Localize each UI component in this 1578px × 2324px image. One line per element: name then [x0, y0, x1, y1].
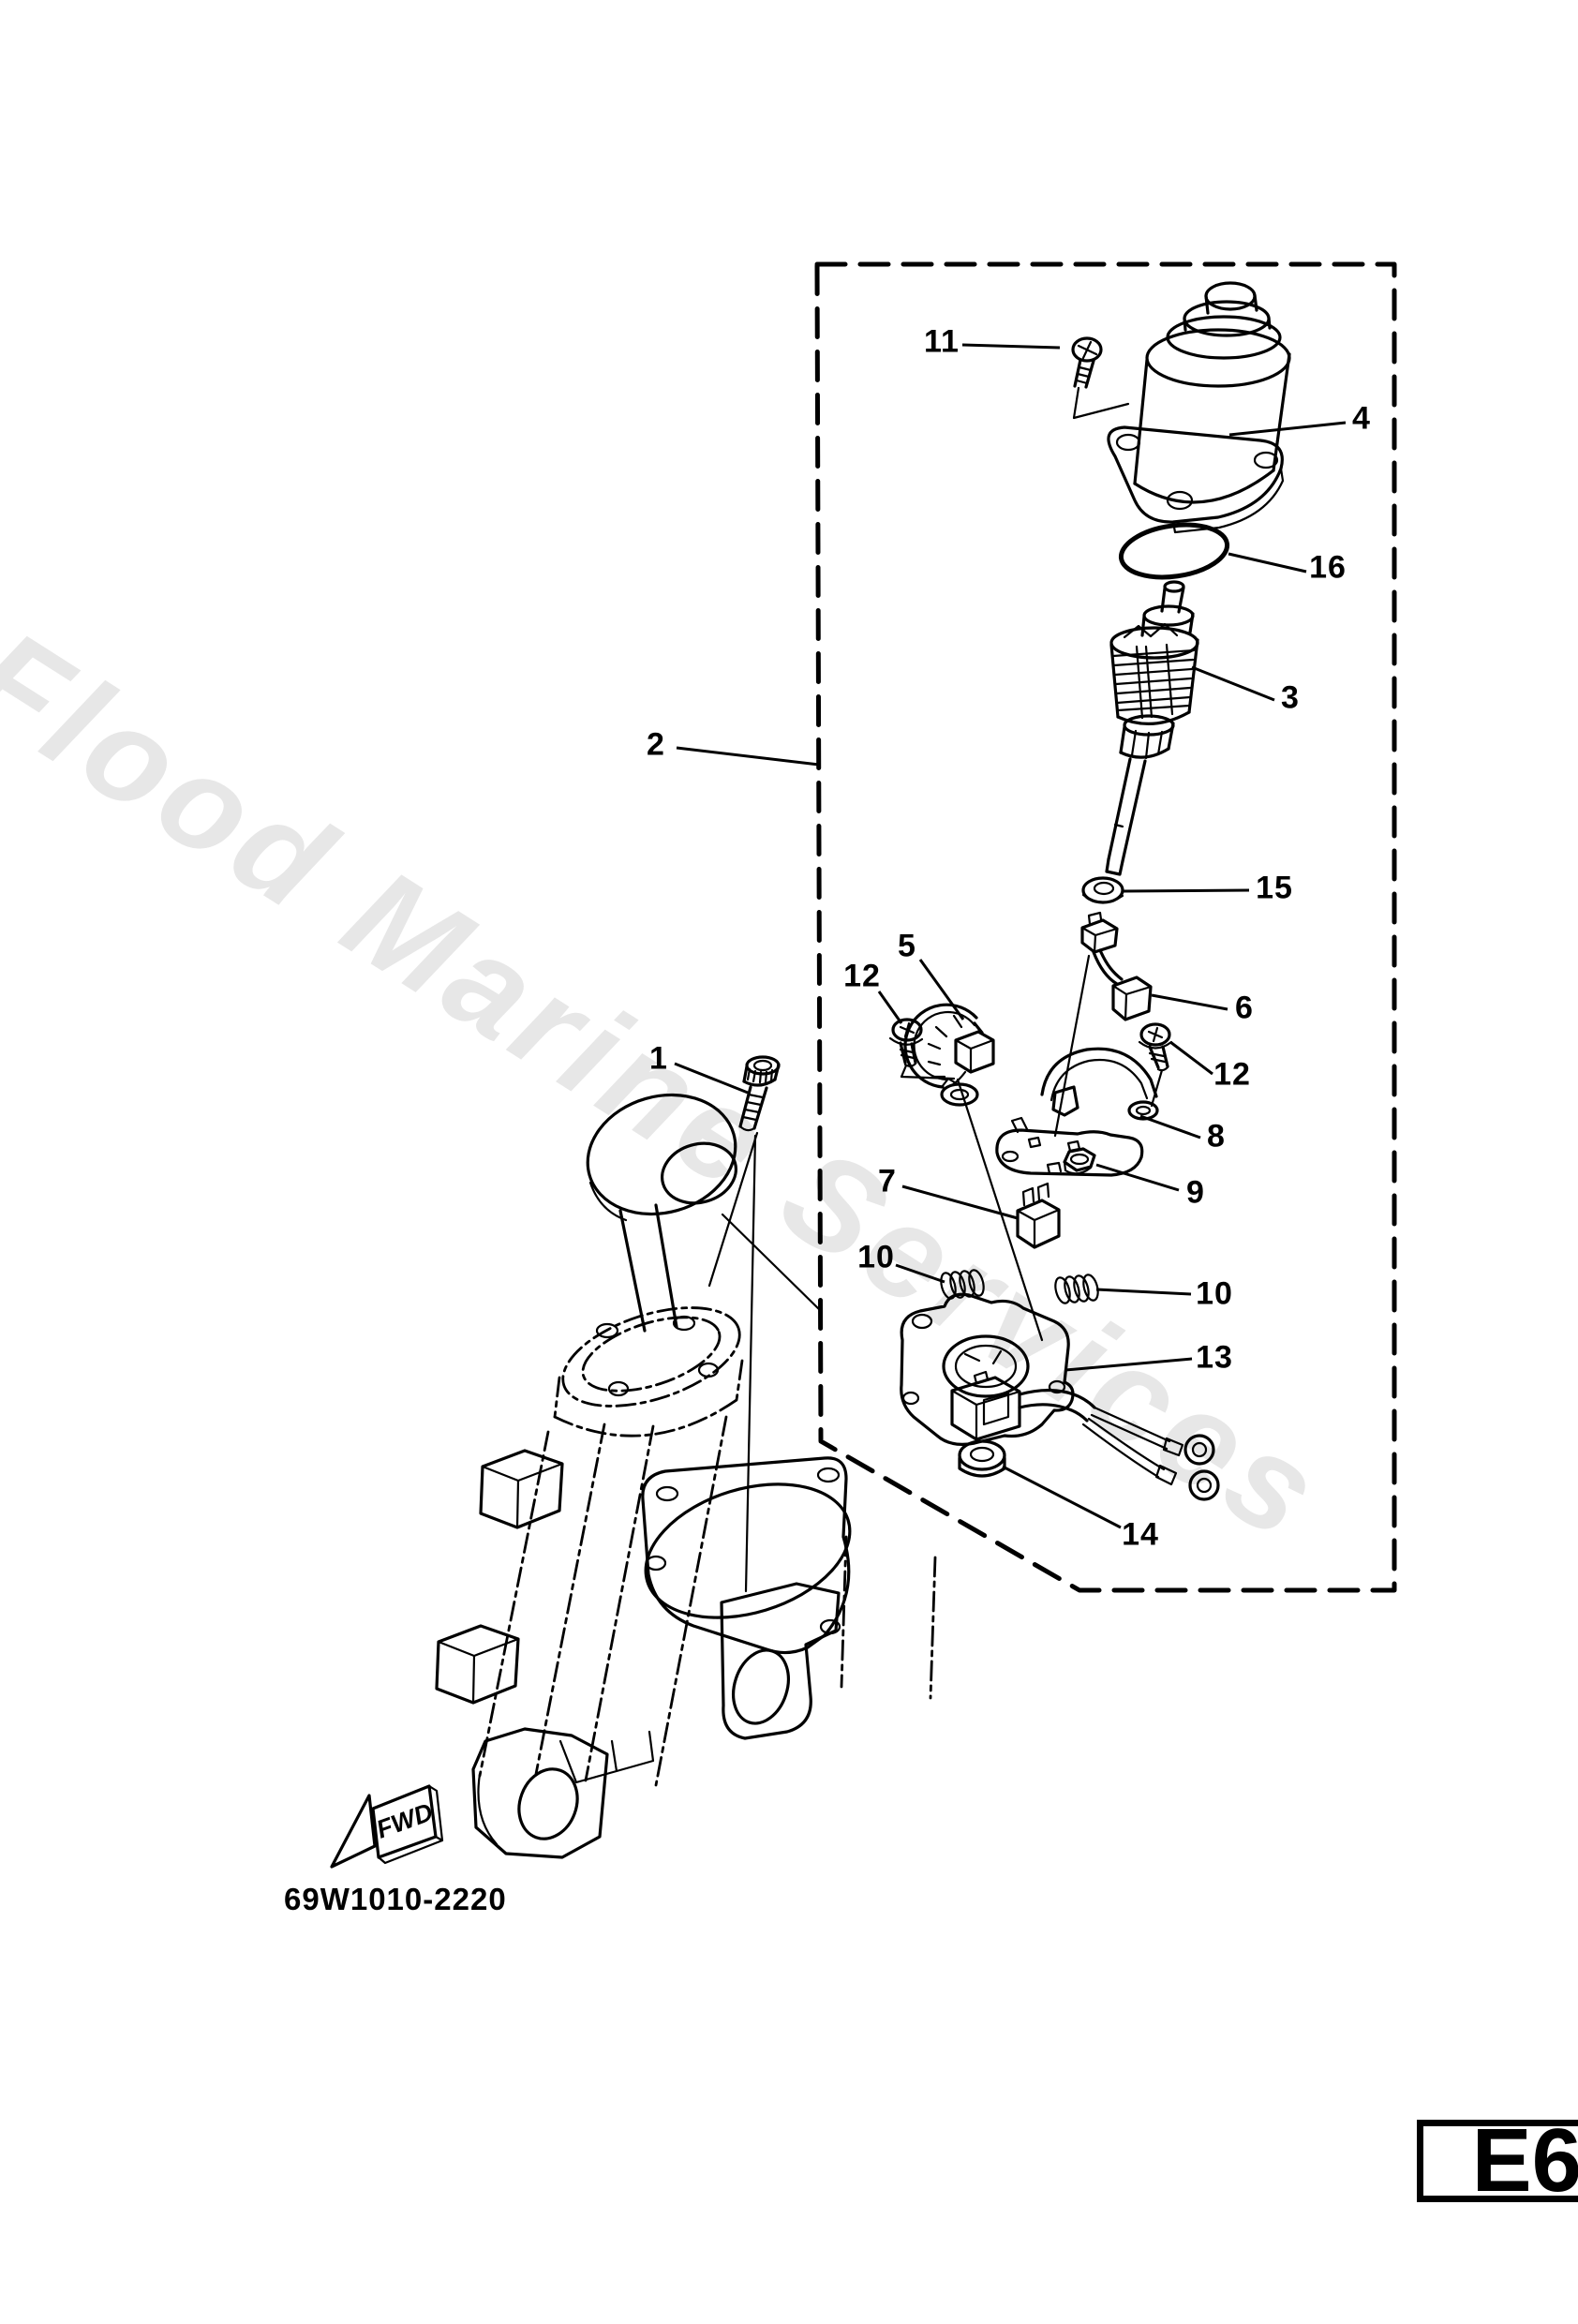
- part-callout-10: 10: [857, 1239, 895, 1275]
- part-callout-12: 12: [843, 958, 881, 994]
- leader-line-12: [877, 991, 903, 1024]
- leader-line-5: [918, 959, 965, 1020]
- leader-line-14: [1002, 1465, 1122, 1529]
- fwd-arrow: FWD: [330, 1784, 444, 1869]
- bolt-1: [738, 1055, 781, 1132]
- part-callout-8: 8: [1207, 1118, 1226, 1155]
- end-frame-13: [900, 1292, 1220, 1501]
- drawing-number: 69W1010-2220: [284, 1882, 507, 1916]
- washer-15: [1081, 876, 1124, 904]
- part-callout-14: 14: [1122, 1516, 1159, 1553]
- page-label: E6: [1471, 2110, 1578, 2211]
- leader-line-12: [1169, 1040, 1213, 1076]
- leader-line-10: [1095, 1288, 1192, 1296]
- bracket-8: [956, 1047, 1159, 1342]
- tilt-cylinder-unit: [435, 1093, 937, 1859]
- screw-12-right: [1138, 1022, 1173, 1108]
- grommet-14: [958, 1439, 1006, 1478]
- part-callout-16: 16: [1309, 549, 1347, 586]
- part-callout-10: 10: [1196, 1275, 1233, 1312]
- page-label-box: E6: [1417, 2116, 1578, 2206]
- brush-6: [1053, 911, 1153, 1138]
- part-callout-12: 12: [1213, 1056, 1251, 1093]
- leader-line-1: [674, 1062, 749, 1095]
- grommet-9: [1063, 1147, 1096, 1175]
- screw-11: [1071, 336, 1130, 420]
- part-callout-1: 1: [649, 1040, 668, 1077]
- leader-line-3: [1191, 665, 1275, 702]
- motor-4: [1107, 281, 1291, 534]
- part-callout-4: 4: [1352, 400, 1371, 437]
- leader-line-8: [1139, 1114, 1201, 1140]
- leader-line-16: [1228, 552, 1307, 574]
- part-callout-9: 9: [1186, 1174, 1205, 1211]
- callout-leader-lines: [674, 343, 1347, 1529]
- part-callout-2: 2: [647, 726, 665, 763]
- brush-5: [903, 1003, 995, 1107]
- part-callout-6: 6: [1235, 990, 1254, 1026]
- brush-holder-7: [1016, 1182, 1061, 1249]
- part-callout-3: 3: [1281, 679, 1300, 716]
- screw-12-left: [888, 1018, 956, 1080]
- spring-10-right: [1054, 1274, 1099, 1304]
- leader-line-11: [961, 343, 1061, 350]
- leader-line-13: [1064, 1357, 1193, 1372]
- part-callout-15: 15: [1256, 870, 1293, 906]
- part-callout-7: 7: [878, 1163, 897, 1199]
- detail-lines: [707, 1131, 822, 1593]
- enclosure-box: [814, 261, 1397, 1593]
- leader-line-7: [901, 1184, 1019, 1220]
- leader-line-4: [1228, 421, 1347, 437]
- part-callout-13: 13: [1196, 1339, 1233, 1376]
- part-callout-5: 5: [898, 928, 916, 964]
- leader-line-9: [1095, 1163, 1180, 1192]
- armature-3: [1105, 580, 1199, 876]
- leader-line-15: [1123, 888, 1250, 893]
- leader-line-6: [1151, 993, 1228, 1011]
- leader-line-2: [676, 746, 820, 767]
- part-callout-11: 11: [924, 323, 960, 360]
- leader-line-10: [895, 1263, 945, 1284]
- o-ring-16: [1118, 522, 1230, 580]
